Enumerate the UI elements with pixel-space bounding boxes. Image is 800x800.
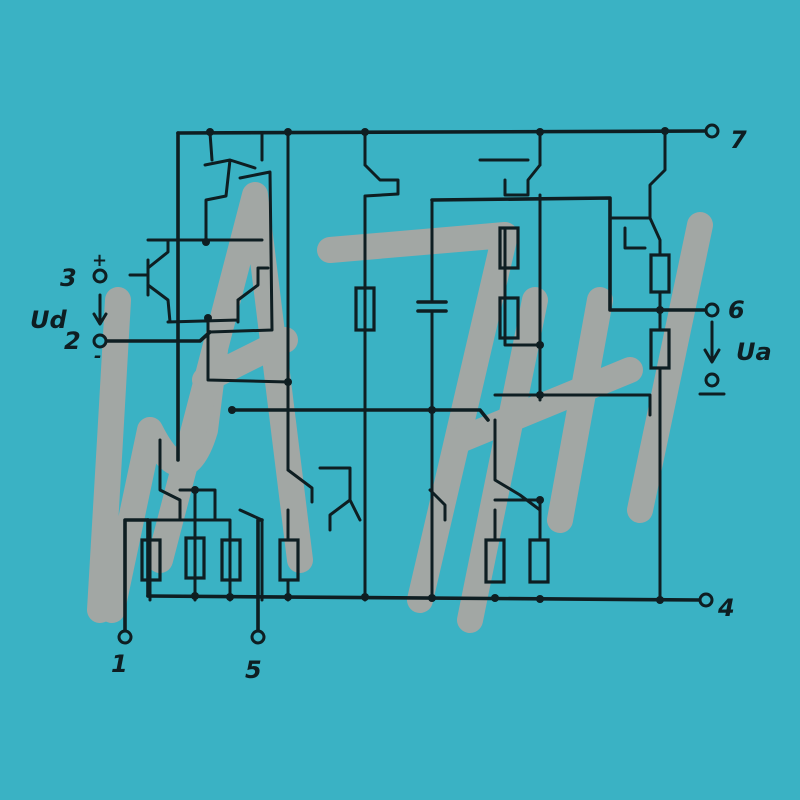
junction-dot [202,238,210,246]
junction-dot [191,592,199,600]
terminal-2 [92,333,108,349]
junction-dot [536,128,544,136]
terminal-label-3: 3 [60,264,77,292]
pin5-lead-wire [256,518,264,634]
watermark-a-stroke [147,182,313,573]
junction-dot [191,486,199,494]
terminal-label-2: 2 [64,327,81,355]
compensation-capacitor [416,300,448,313]
pin1-lead-wire [123,518,150,634]
junction-dot [428,406,436,414]
resistor-r4 [278,538,300,582]
junction-dot [656,596,664,604]
junction-dot [284,128,292,136]
junction-dot [228,406,236,414]
watermark-4-stroke [447,287,643,633]
bottom-rail-wire [146,594,702,602]
resistor-r2 [184,536,206,580]
terminals [92,123,720,645]
junction-dot [656,306,664,314]
resistor-r1 [140,538,162,582]
junction-dot [661,127,669,135]
junction-dot [536,391,544,399]
terminal-label-7: 7 [730,126,747,154]
resistor-r11 [649,328,671,370]
junction-dot [226,593,234,601]
terminal-output-ref [704,372,720,388]
terminal-4 [698,592,714,608]
resistor-r3 [220,538,242,582]
junction-dot [536,595,544,603]
terminal-7 [704,123,720,139]
terminal-label-1: 1 [111,650,128,678]
output-voltage-label: Ua [736,338,772,366]
mid-bus-wire [230,408,490,422]
terminal-label-5: 5 [245,656,262,684]
junction-dot [361,128,369,136]
terminal-1 [117,629,133,645]
junction-dots [191,127,669,604]
terminal-label-6: 6 [728,296,745,324]
junction-dot [491,594,499,602]
pin2-lead-wire [104,330,212,343]
resistor-r10 [649,253,671,294]
labels: 3 2 1 5 7 6 4 Ud Ua + - [30,126,772,684]
junction-dot [428,594,436,602]
terminal-6 [704,302,720,318]
terminal-3 [92,268,108,284]
resistor-r6 [498,226,520,270]
input-voltage-label: Ud [30,306,67,334]
junction-dot [284,378,292,386]
terminal-label-4: 4 [717,594,735,622]
top-rail-wire [176,129,708,135]
junction-dot [206,128,214,136]
voltage-arrows [92,293,726,396]
ua-arrow-icon [703,320,721,364]
resistor-r5 [354,286,376,332]
junction-dot [536,341,544,349]
junction-dot [536,496,544,504]
resistor-r9 [528,538,550,584]
resistors [140,226,671,584]
junction-dot [204,314,212,322]
plus-sign: + [92,250,107,271]
ud-arrow-icon [92,293,108,326]
junction-dot [361,593,369,601]
resistor-r8 [484,538,506,584]
terminal-5 [250,629,266,645]
junction-dot [284,593,292,601]
resistor-r7 [498,296,520,340]
minus-sign: - [94,346,101,367]
